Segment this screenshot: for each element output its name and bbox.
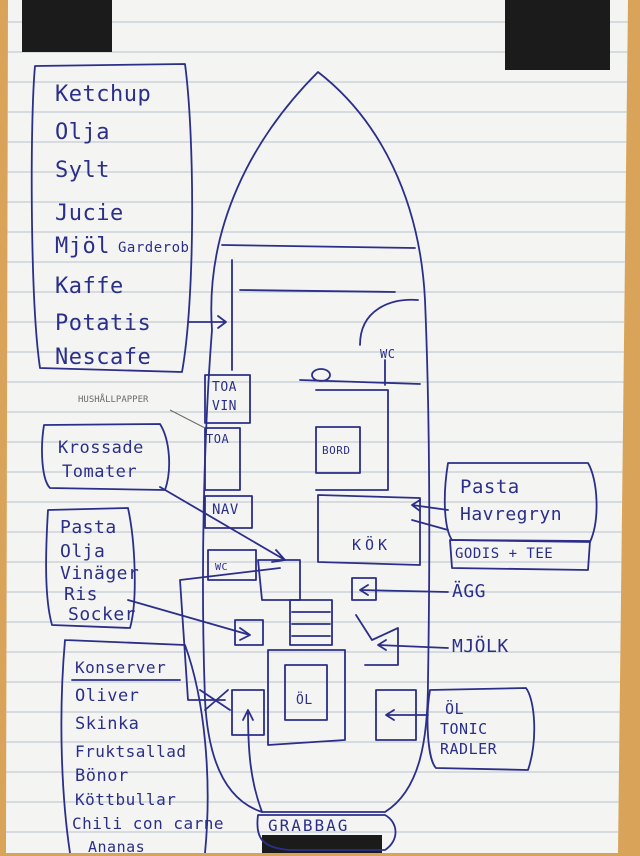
item-jucie: Jucie [55,201,124,226]
item-mjol: Mjöl [55,234,110,259]
tape-left [22,0,112,52]
item-nescafe: Nescafe [55,345,152,370]
boat-toa2-label: TOA [206,432,230,446]
item-sylt: Sylt [55,158,110,183]
right-mjolk: MJÖLK [452,636,509,657]
label-tomater: Tomater [62,462,138,482]
konserv-skinka: Skinka [75,714,140,734]
boat-ol-label: ÖL [296,693,313,708]
pantry-ris: Ris [64,584,99,605]
tape-right [505,0,610,70]
pantry-socker: Socker [68,604,137,625]
konserv-oliver: Oliver [75,686,140,706]
right-ol: ÖL [445,700,465,718]
right-tonic: TONIC [440,720,488,738]
ol-compartment [267,649,346,746]
tape-bottom [262,835,382,853]
boat-deck-line [221,244,416,249]
right-agg: ÄGG [452,581,487,602]
boat-nav-label: NAV [212,502,239,518]
right-godis: GODIS + TEE [455,546,554,562]
boat-wc-left: WC [215,562,229,573]
right-pasta: Pasta [460,476,520,498]
konserv-fruktsallad: Fruktsallad [75,742,187,761]
boat-vin-label: VIN [212,399,237,414]
pencil-note: HUSHÅLLPAPPER [78,395,149,405]
konserv-ananas: Ananas [88,838,146,856]
item-olja: Olja [55,120,110,145]
pantry-pasta: Pasta [60,517,117,538]
label-grabbag: GRABBAG [268,816,350,835]
konserv-bonor: Bönor [75,766,129,786]
boat-hull [202,71,431,813]
item-potatis: Potatis [55,311,152,336]
right-havregryn: Havregryn [460,504,563,525]
konserv-kottbullar: Köttbullar [75,790,177,809]
pantry-olja: Olja [60,541,106,562]
right-radler: RADLER [440,740,498,758]
pantry-vinager: Vinäger [60,563,140,584]
konserver-title: Konserver [75,658,167,677]
boat-bord-label: BORD [322,444,351,457]
item-kaffe: Kaffe [55,274,124,299]
boat-kok-label: KÖK [352,536,392,554]
storage-box-left [30,63,194,373]
boat-wc-right: WC [380,347,396,361]
label-garderob: Garderob [118,240,190,256]
item-ketchup: Ketchup [55,82,152,107]
boat-toa-label: TOA [212,380,237,395]
label-krossade: Krossade [58,438,144,458]
konserv-chili: Chili con carne [72,814,224,833]
